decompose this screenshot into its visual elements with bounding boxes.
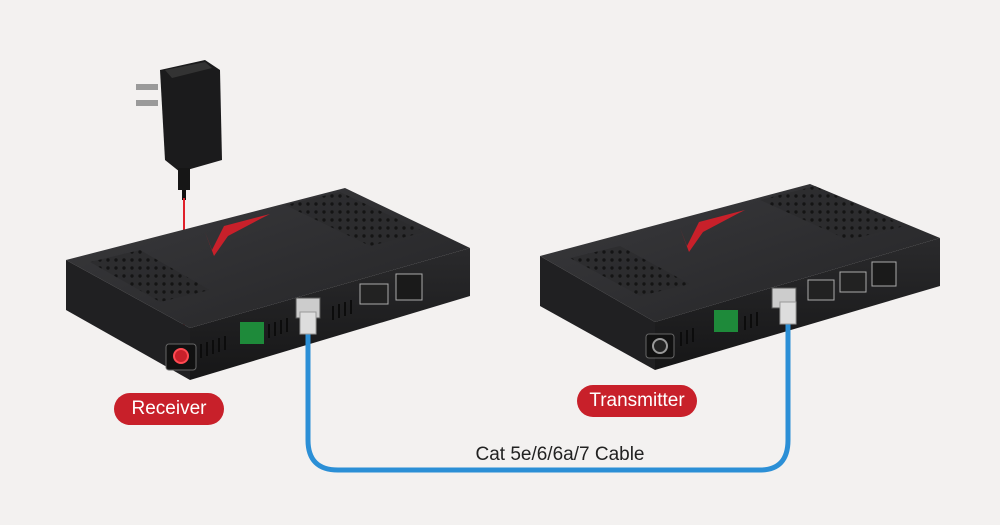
transmitter-label: Transmitter	[577, 385, 697, 417]
brand-logo-icon	[680, 210, 745, 252]
receiver-label: Receiver	[114, 393, 224, 425]
cable-label: Cat 5e/6/6a/7 Cable	[475, 444, 645, 465]
transmitter-device	[540, 184, 940, 370]
network-cable	[305, 305, 791, 473]
power-adapter-icon	[136, 60, 222, 200]
brand-logo-icon	[205, 214, 270, 256]
hdmi-port-icon	[359, 283, 389, 305]
receiver-device	[66, 188, 470, 380]
hdmi-port-icon	[839, 271, 867, 293]
hdmi-port-icon	[807, 279, 835, 301]
